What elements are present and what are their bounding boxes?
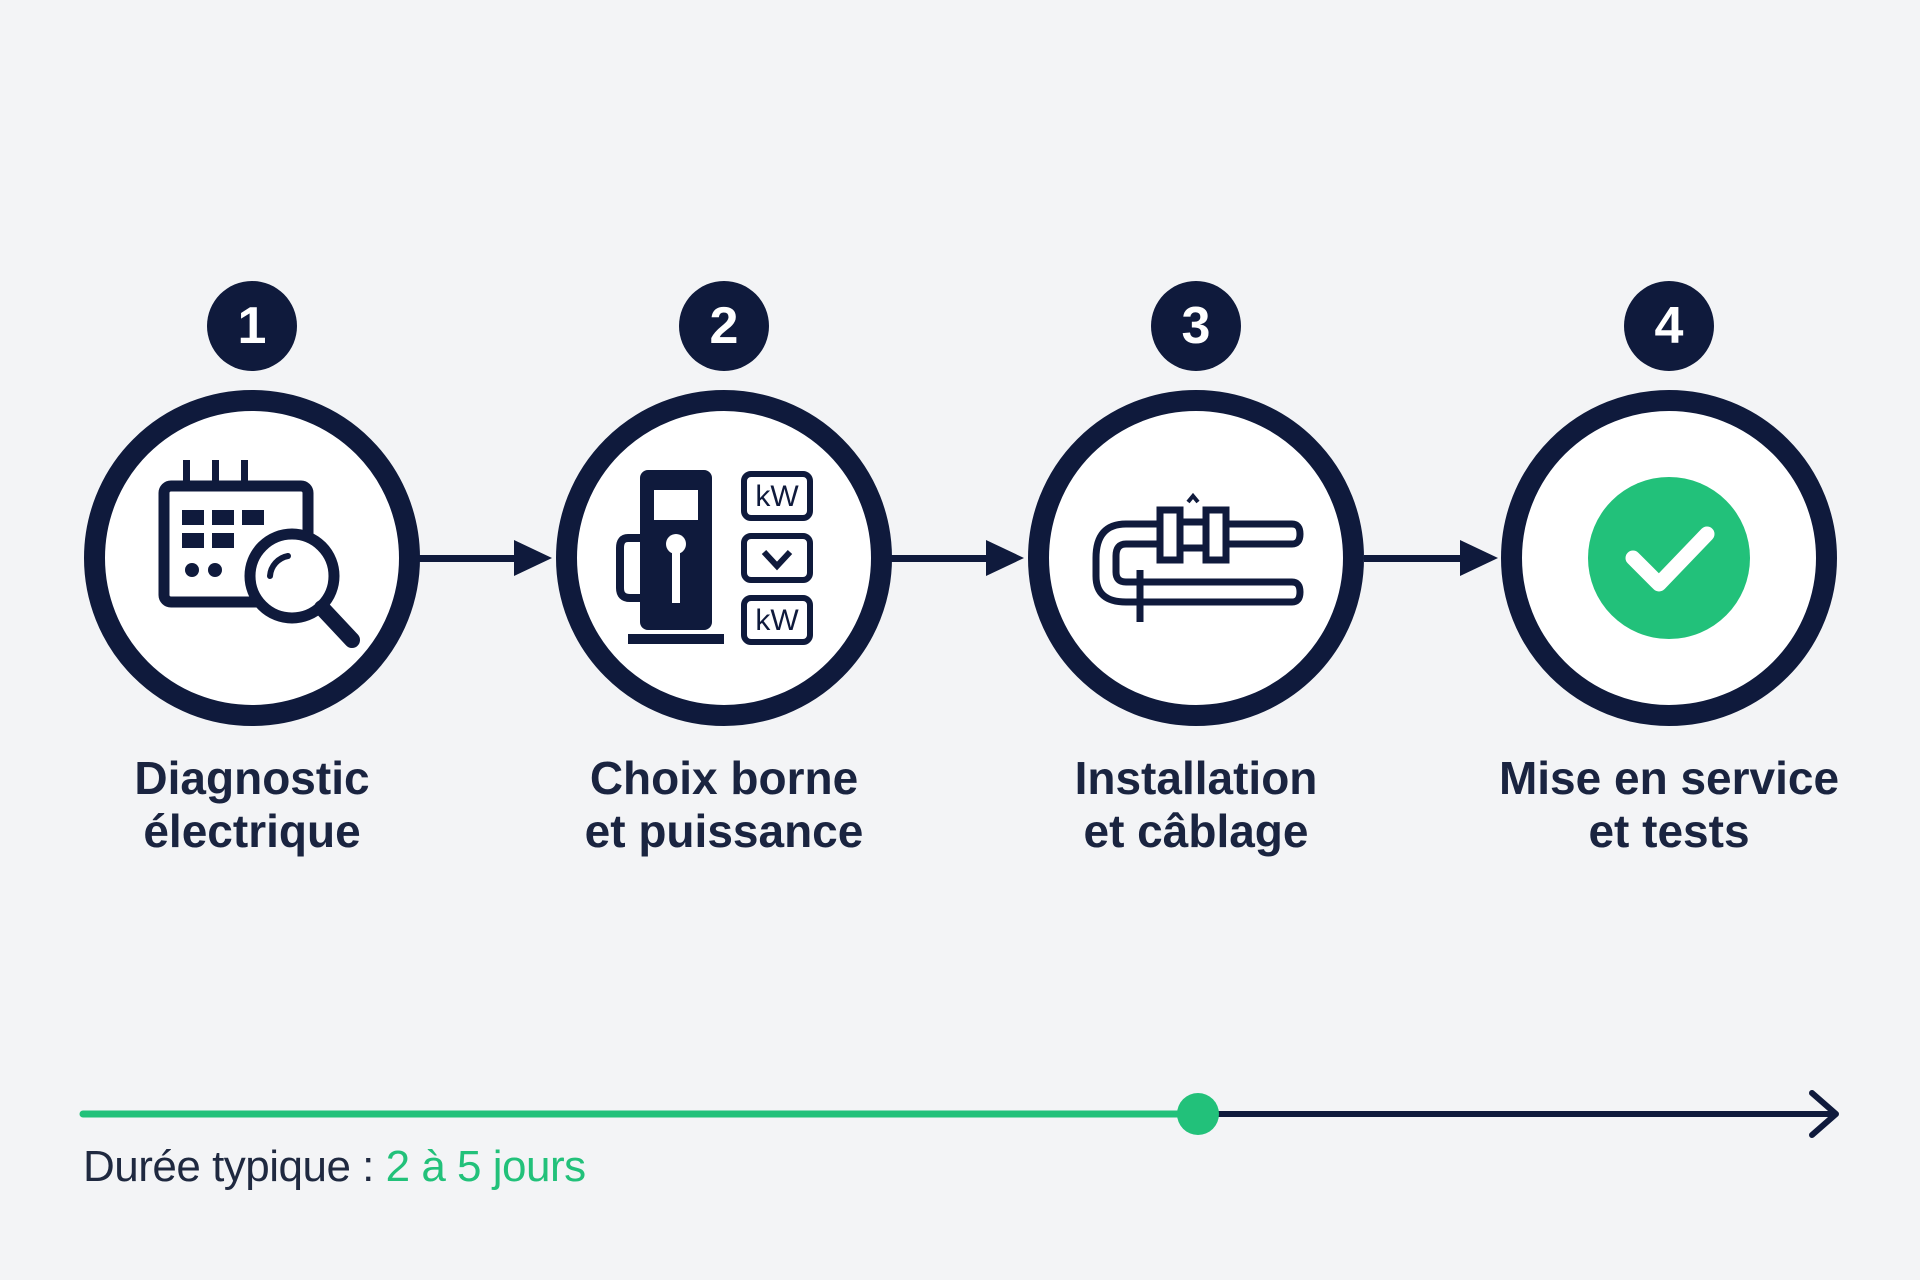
cable-pipe-icon bbox=[1092, 492, 1304, 622]
timeline-arrowhead-icon bbox=[1809, 1090, 1839, 1138]
svg-text:kW: kW bbox=[755, 480, 799, 513]
step-circle-2: kW kW bbox=[556, 390, 892, 726]
step-circle-3 bbox=[1028, 390, 1364, 726]
arrow-right-icon bbox=[1364, 540, 1498, 576]
duration-label: Durée typique : bbox=[83, 1142, 374, 1191]
step-number-badge-3: 3 bbox=[1151, 281, 1241, 371]
arrow-right-icon bbox=[890, 540, 1024, 576]
step-number-badge-1: 1 bbox=[207, 281, 297, 371]
step-number-badge-2: 2 bbox=[679, 281, 769, 371]
check-circle-icon bbox=[1588, 477, 1750, 639]
calendar-search-icon bbox=[158, 460, 360, 648]
step-number-badge-4: 4 bbox=[1624, 281, 1714, 371]
arrow-right-icon bbox=[418, 540, 552, 576]
duration-text: Durée typique : 2 à 5 jours bbox=[83, 1142, 586, 1192]
svg-text:kW: kW bbox=[755, 604, 799, 637]
duration-value: 2 à 5 jours bbox=[385, 1142, 586, 1191]
charging-station-kw-icon: kW kW bbox=[616, 470, 813, 645]
timeline-progress-marker bbox=[1177, 1093, 1219, 1135]
